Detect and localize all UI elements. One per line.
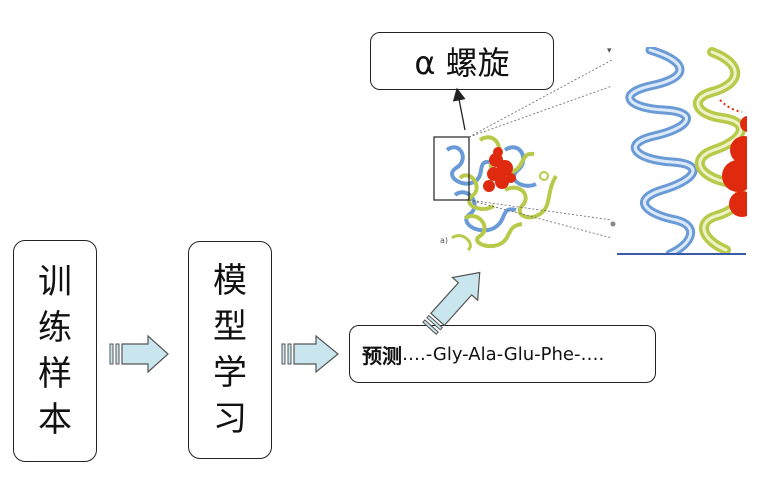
model-char: 习 — [213, 399, 247, 439]
prediction-box: 预测 ….-Gly-Ala-Glu-Phe-…. — [349, 325, 656, 383]
zoom-marker: ▾ — [607, 46, 612, 56]
zoom-line — [468, 59, 613, 138]
arrow-model-to-predict — [281, 334, 339, 374]
prediction-label: 预测 — [362, 343, 402, 368]
zoom-line — [468, 199, 613, 239]
model-char: 型 — [213, 307, 247, 347]
alpha-helix-label: α 螺旋 — [414, 44, 510, 82]
arrow-to-alpha-helix — [452, 87, 466, 131]
model-learning-box: 模 型 学 习 — [188, 241, 272, 459]
model-char: 模 — [213, 261, 247, 301]
training-char: 练 — [38, 308, 72, 348]
training-char: 样 — [38, 354, 72, 394]
zoom-marker-dot — [610, 221, 616, 227]
arrow-train-to-model — [109, 334, 169, 374]
training-char: 训 — [38, 262, 72, 302]
alpha-helix-box: α 螺旋 — [370, 32, 554, 90]
arrow-predict-to-structure — [422, 271, 481, 335]
structure-panel-label: a) — [440, 236, 448, 245]
protein-structure-image: a) — [433, 135, 558, 252]
prediction-sequence: ….-Gly-Ala-Glu-Phe-…. — [402, 343, 605, 365]
zoomed-helix-image — [617, 47, 747, 254]
training-samples-box: 训 练 样 本 — [13, 240, 97, 462]
zoom-line — [468, 85, 613, 138]
model-char: 学 — [213, 353, 247, 393]
zoom-line — [468, 199, 613, 221]
training-char: 本 — [38, 400, 72, 440]
